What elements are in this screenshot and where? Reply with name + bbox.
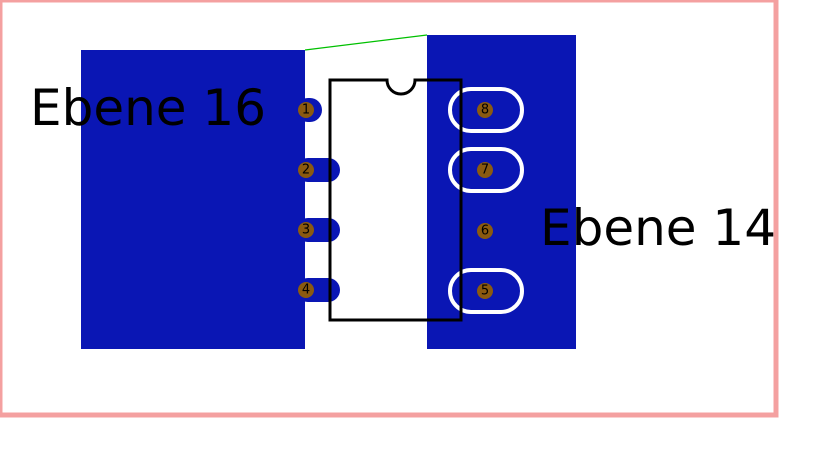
- pad-number: 2: [302, 163, 310, 178]
- pads: 1 2 3 4 5 6 7 8: [298, 102, 493, 299]
- pad-2[interactable]: 2: [298, 162, 314, 178]
- pad-number: 6: [481, 224, 489, 239]
- pad-1[interactable]: 1: [298, 102, 314, 118]
- component-body[interactable]: [328, 78, 463, 322]
- pad-number: 1: [302, 103, 310, 118]
- pad-3[interactable]: 3: [298, 222, 314, 238]
- component-ref-label: GEH1: [338, 41, 422, 85]
- pad-clearance-rings: [448, 87, 524, 314]
- pad-7[interactable]: 7: [477, 162, 493, 178]
- pad-number: 4: [302, 283, 310, 298]
- pad-number: 7: [481, 163, 489, 178]
- component-value-label: DIL08: [362, 108, 408, 228]
- pad-number: 3: [302, 223, 310, 238]
- pad-8[interactable]: 8: [477, 102, 493, 118]
- pad-5[interactable]: 5: [477, 283, 493, 299]
- ratsnest-line: [304, 34, 428, 51]
- pad-number: 8: [481, 103, 489, 118]
- pad-6[interactable]: 6: [477, 223, 493, 239]
- board-outline: [0, 0, 779, 418]
- left-plane-label: Ebene 16: [30, 79, 266, 137]
- pad-number: 5: [481, 284, 489, 299]
- right-plane-label: Ebene 14: [540, 199, 776, 257]
- pad-4[interactable]: 4: [298, 282, 314, 298]
